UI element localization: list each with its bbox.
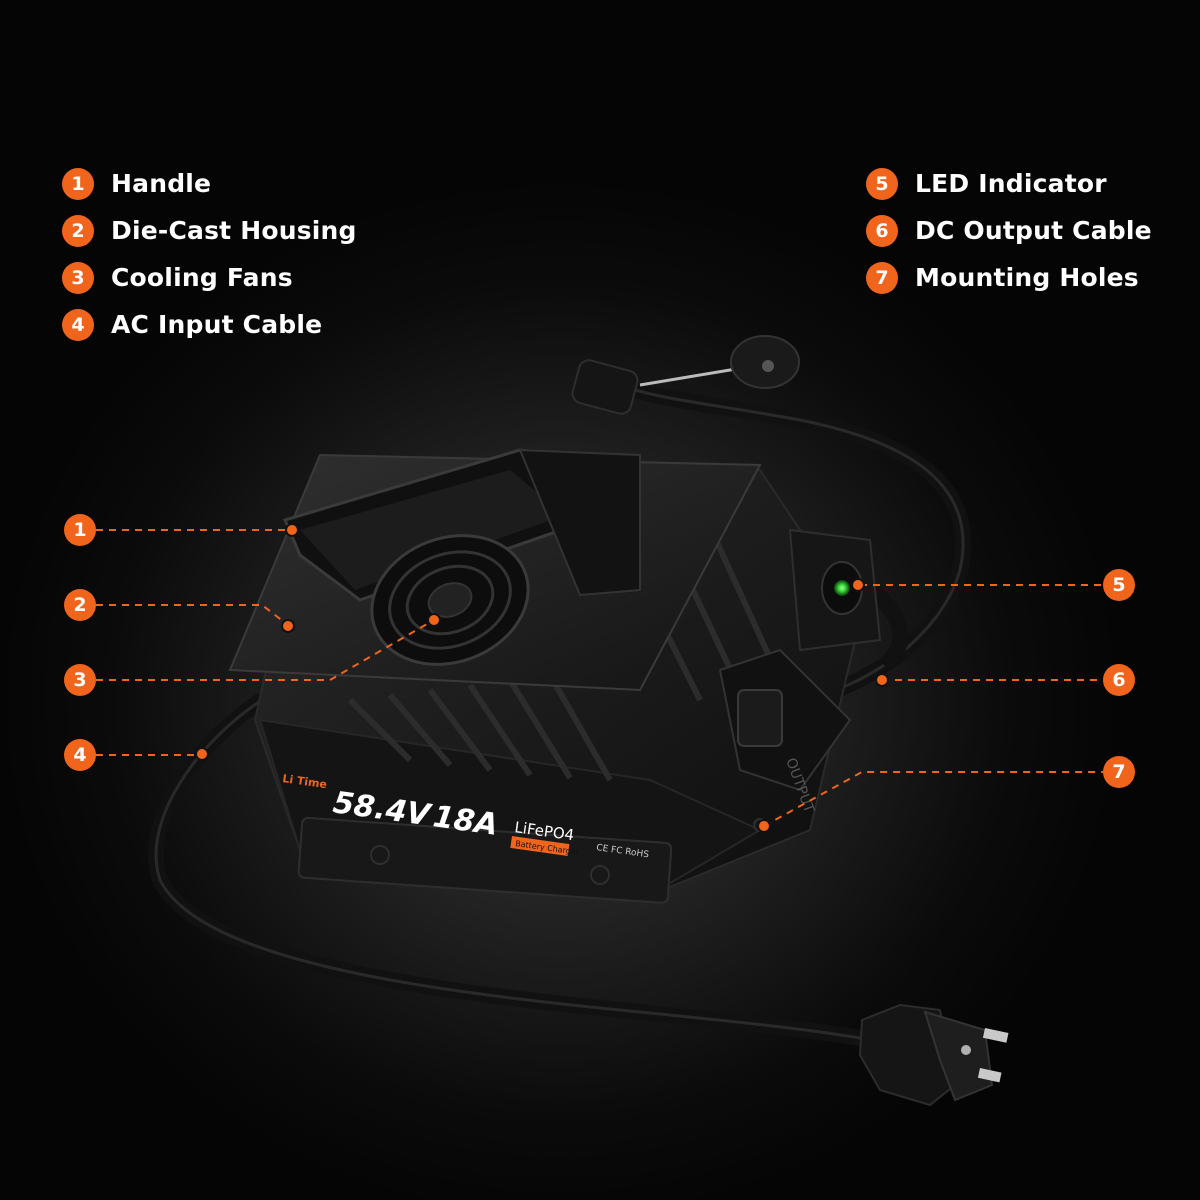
legend-badge: 2 [62,214,94,247]
leader-lines [96,529,1103,827]
legend-badge: 4 [62,308,94,341]
mounting-feet [297,816,767,904]
legend-label: Cooling Fans [111,263,293,292]
legend-right: 5 LED Indicator 6 DC Output Cable 7 Mountin… [866,160,1152,301]
legend-item-ac-cable: 4 AC Input Cable [62,301,357,348]
legend-label: DC Output Cable [915,216,1152,245]
callout-led: 5 [1103,569,1135,601]
legend-label: Die-Cast Housing [111,216,357,245]
callout-mounting: 7 [1103,756,1135,788]
led-housing [788,528,882,652]
legend-badge: 5 [866,167,898,200]
output-port: OUTPUT [718,648,852,815]
callout-fans: 3 [64,664,96,696]
legend-label: LED Indicator [915,169,1107,198]
callout-ac-cable: 4 [64,739,96,771]
legend-label: AC Input Cable [111,310,323,339]
legend-item-mounting: 7 Mounting Holes [866,254,1152,301]
callout-housing: 2 [64,589,96,621]
legend-label: Handle [111,169,212,198]
legend-badge: 3 [62,261,94,294]
legend-label: Mounting Holes [915,263,1139,292]
legend-item-led: 5 LED Indicator [866,160,1152,207]
callout-handle: 1 [64,514,96,546]
legend-item-fans: 3 Cooling Fans [62,254,357,301]
legend-badge: 6 [866,214,898,247]
callout-dc-cable: 6 [1103,664,1135,696]
brand-logo: Li Time [282,772,328,791]
dc-connector [571,335,800,415]
legend-item-housing: 2 Die-Cast Housing [62,207,357,254]
legend-item-handle: 1 Handle [62,160,357,207]
handle [282,448,641,602]
legend-badge: 1 [62,167,94,200]
ac-plug [858,1003,1009,1107]
legend-item-dc-cable: 6 DC Output Cable [866,207,1152,254]
leader-dots [195,523,889,833]
legend-badge: 7 [866,261,898,294]
